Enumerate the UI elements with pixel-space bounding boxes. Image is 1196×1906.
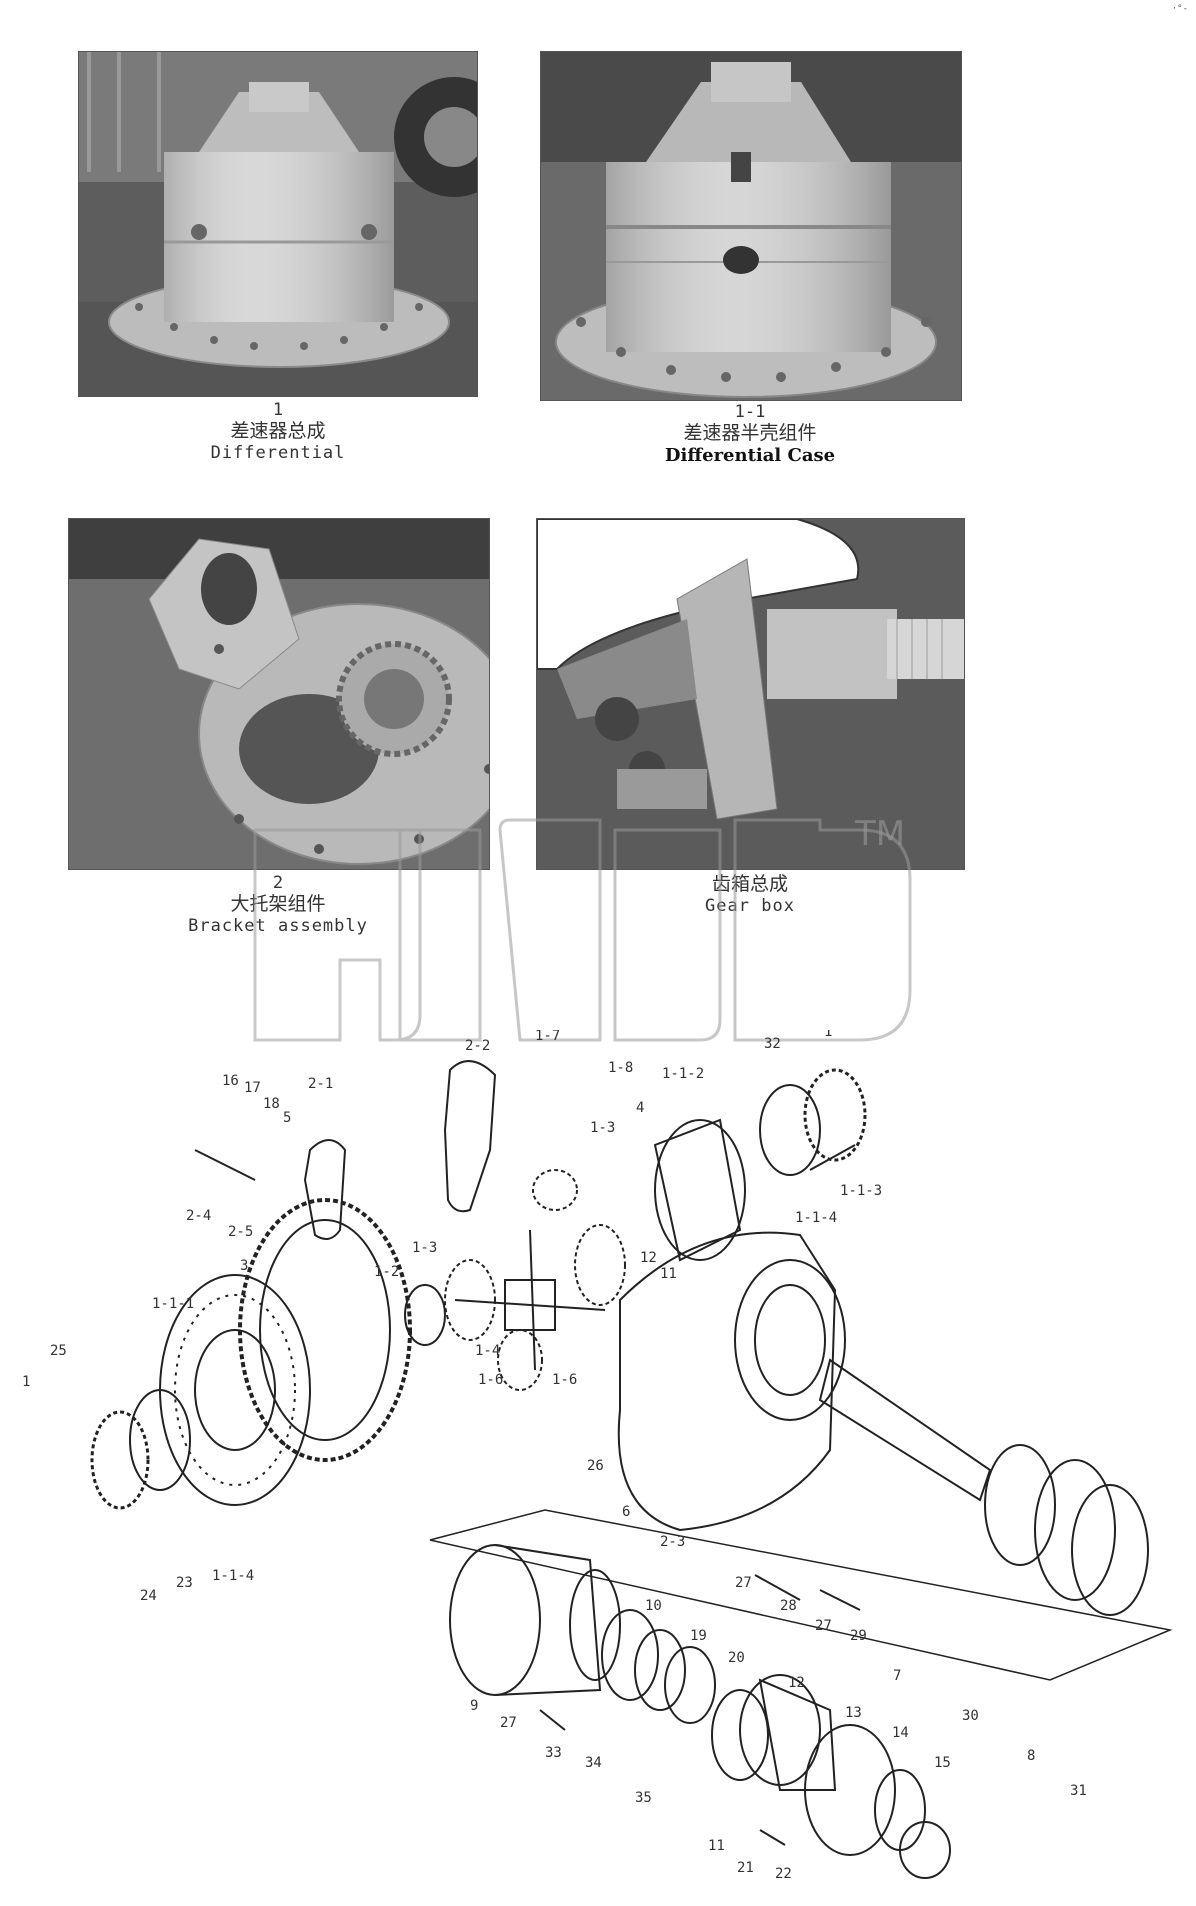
part-label: 27 (815, 1618, 832, 1634)
part-label: 1-1-1 (152, 1296, 194, 1312)
part-label: 1-6 (478, 1372, 503, 1388)
part-label: 26 (587, 1458, 604, 1474)
part-label: 23 (176, 1575, 193, 1591)
part-label: 1-4 (475, 1343, 500, 1359)
part-label: 10 (645, 1598, 662, 1614)
part-label: 32 (764, 1036, 781, 1052)
part-label: 12 (640, 1250, 657, 1266)
part-label: 25 (50, 1343, 67, 1359)
part-label: 13 (845, 1705, 862, 1721)
part-label: 2-1 (308, 1076, 333, 1092)
corner-mark: ·°- (1171, 4, 1188, 14)
part-label: 1 (824, 1030, 832, 1040)
caption-number: 2 (272, 873, 284, 893)
part-label: 34 (585, 1755, 602, 1771)
caption-number: 1-1 (734, 402, 766, 422)
caption-differential-case: 1-1 差速器半壳组件 Differential Case (630, 402, 870, 467)
caption-gear-box: 齿箱总成 Gear box (650, 873, 850, 916)
part-label: 19 (690, 1628, 707, 1644)
part-label: 31 (1070, 1783, 1087, 1799)
part-label: 28 (780, 1598, 797, 1614)
caption-zh: 差速器总成 (230, 420, 326, 443)
part-label: 1-1-4 (795, 1210, 837, 1226)
part-label: 3 (240, 1258, 248, 1274)
exploded-parts-diagram: 16 17 18 5 2-1 2-4 2-5 2-2 1-7 1-8 1-1-2… (22, 1030, 1173, 1882)
part-label: 30 (962, 1708, 979, 1724)
part-label: 2-5 (228, 1224, 253, 1240)
part-label: 17 (244, 1080, 261, 1096)
part-label: 18 (263, 1096, 280, 1112)
photo-differential (78, 51, 478, 397)
caption-zh: 大托架组件 (230, 893, 326, 916)
photo-bracket-assembly (68, 518, 490, 870)
part-label: 16 (222, 1073, 239, 1089)
part-label: 27 (735, 1575, 752, 1591)
part-label: 7 (893, 1668, 901, 1684)
part-label: 1-2 (374, 1264, 399, 1280)
part-label: 24 (140, 1588, 157, 1604)
part-label: 20 (728, 1650, 745, 1666)
part-label: 6 (622, 1504, 630, 1520)
part-label: 8 (1027, 1748, 1035, 1764)
part-label: 1-6 (552, 1372, 577, 1388)
part-label: 1-1-2 (662, 1066, 704, 1082)
caption-zh: 差速器半壳组件 (683, 422, 817, 445)
part-label: 2-4 (186, 1208, 211, 1224)
part-label: 1-3 (412, 1240, 437, 1256)
caption-bracket-assembly: 2 大托架组件 Bracket assembly (178, 873, 378, 937)
part-label: 1-3 (590, 1120, 615, 1136)
caption-number: 1 (272, 400, 284, 420)
part-label: 5 (283, 1110, 291, 1126)
part-label: 35 (635, 1790, 652, 1806)
part-label: 27 (500, 1715, 517, 1731)
part-label: 29 (850, 1628, 867, 1644)
part-label: 9 (470, 1698, 478, 1714)
part-label: 11 (708, 1838, 725, 1854)
part-label: 1-8 (608, 1060, 633, 1076)
part-label: 22 (775, 1866, 792, 1882)
caption-en: Differential (210, 443, 346, 464)
part-label: 4 (636, 1100, 644, 1116)
part-label: 2-2 (465, 1038, 490, 1054)
caption-differential: 1 差速器总成 Differential (178, 400, 378, 464)
part-label: 1 (22, 1374, 30, 1390)
part-label: 14 (892, 1725, 909, 1741)
part-label: 15 (934, 1755, 951, 1771)
part-label: 1-1-4 (212, 1568, 254, 1584)
part-label: 1-7 (535, 1030, 560, 1044)
caption-en: Gear box (705, 895, 795, 916)
caption-en: Differential Case (664, 445, 836, 467)
part-label: 21 (737, 1860, 754, 1876)
part-label: 2-3 (660, 1534, 685, 1550)
photo-differential-case (540, 51, 962, 401)
photo-gear-box (536, 518, 965, 870)
part-label: 12 (788, 1675, 805, 1691)
caption-zh: 齿箱总成 (711, 873, 788, 895)
part-label: 1-1-3 (840, 1183, 882, 1199)
part-label: 11 (660, 1266, 677, 1282)
caption-en: Bracket assembly (188, 916, 368, 937)
part-label: 33 (545, 1745, 562, 1761)
